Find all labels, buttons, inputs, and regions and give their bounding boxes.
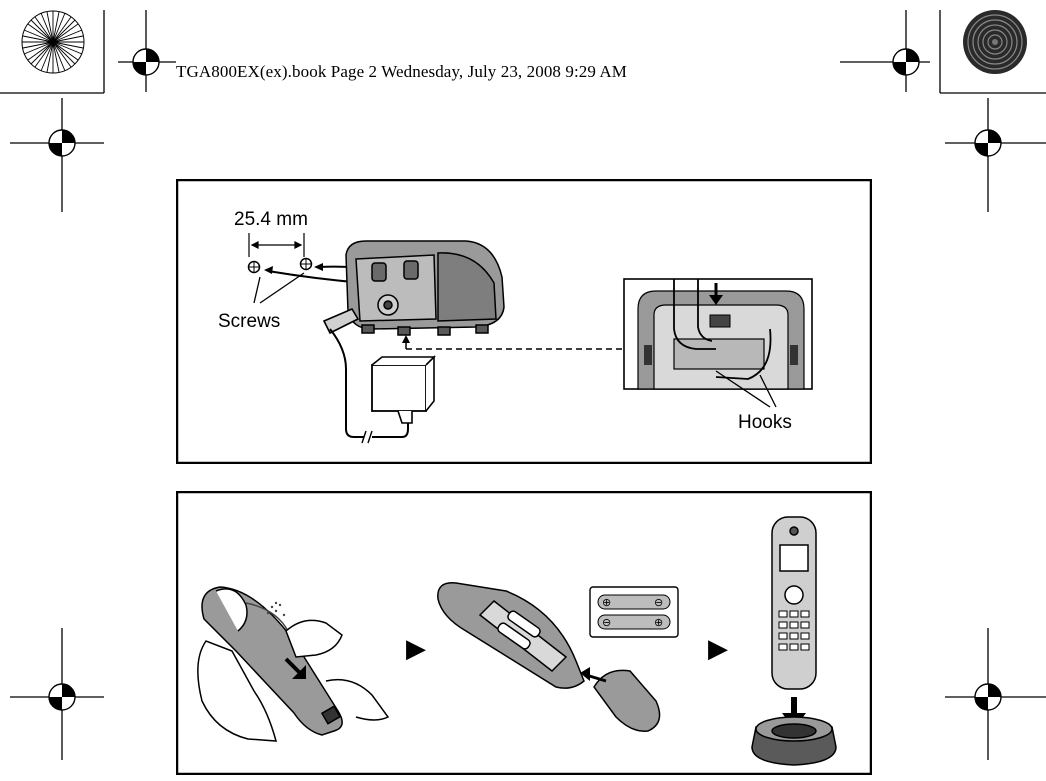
svg-text:⊕: ⊕ — [602, 597, 611, 609]
battery-figure: ▶ ⊕ ⊖ ⊖ ⊕ ▶ — [176, 491, 872, 775]
screw-icon — [247, 257, 313, 274]
dimension-arrow — [248, 233, 305, 257]
registration-mark-right-lower — [974, 683, 1002, 711]
starburst-target-right — [963, 10, 1027, 74]
hooks-label: Hooks — [738, 412, 792, 433]
step-arrow-icon: ▶ — [708, 633, 728, 663]
ac-adaptor — [322, 307, 436, 444]
slide-arrow-icon — [292, 665, 306, 679]
handset-cover-removal — [197, 586, 390, 742]
handset-front — [771, 516, 817, 690]
battery-polarity-inset: ⊕ ⊖ ⊖ ⊕ — [589, 586, 679, 638]
insert-arrow-icon — [580, 667, 590, 681]
registration-mark-right-upper — [974, 129, 1002, 157]
dimension-label: 25.4 mm — [234, 209, 308, 230]
handset-battery-compartment — [437, 582, 585, 689]
svg-text:⊕: ⊕ — [654, 617, 663, 629]
running-head: TGA800EX(ex).book Page 2 Wednesday, July… — [176, 62, 628, 81]
screws-pointer-lines — [253, 272, 305, 304]
registration-mark-left-upper — [48, 129, 76, 157]
starburst-target-left — [19, 8, 87, 76]
hooks-pointer-lines — [715, 370, 777, 408]
registration-mark-top-left — [132, 48, 160, 76]
charger-base — [751, 716, 837, 766]
registration-mark-left-lower — [48, 683, 76, 711]
svg-text:⊖: ⊖ — [602, 617, 611, 629]
hooks-inset — [623, 278, 813, 390]
battery-cover — [593, 669, 661, 732]
screws-label: Screws — [218, 311, 280, 332]
wall-mount-figure: 25.4 mm Screws — [176, 179, 872, 464]
registration-mark-top-right — [892, 48, 920, 76]
svg-text:⊖: ⊖ — [654, 597, 663, 609]
step-arrow-icon: ▶ — [406, 633, 426, 663]
base-unit-back — [345, 240, 505, 336]
